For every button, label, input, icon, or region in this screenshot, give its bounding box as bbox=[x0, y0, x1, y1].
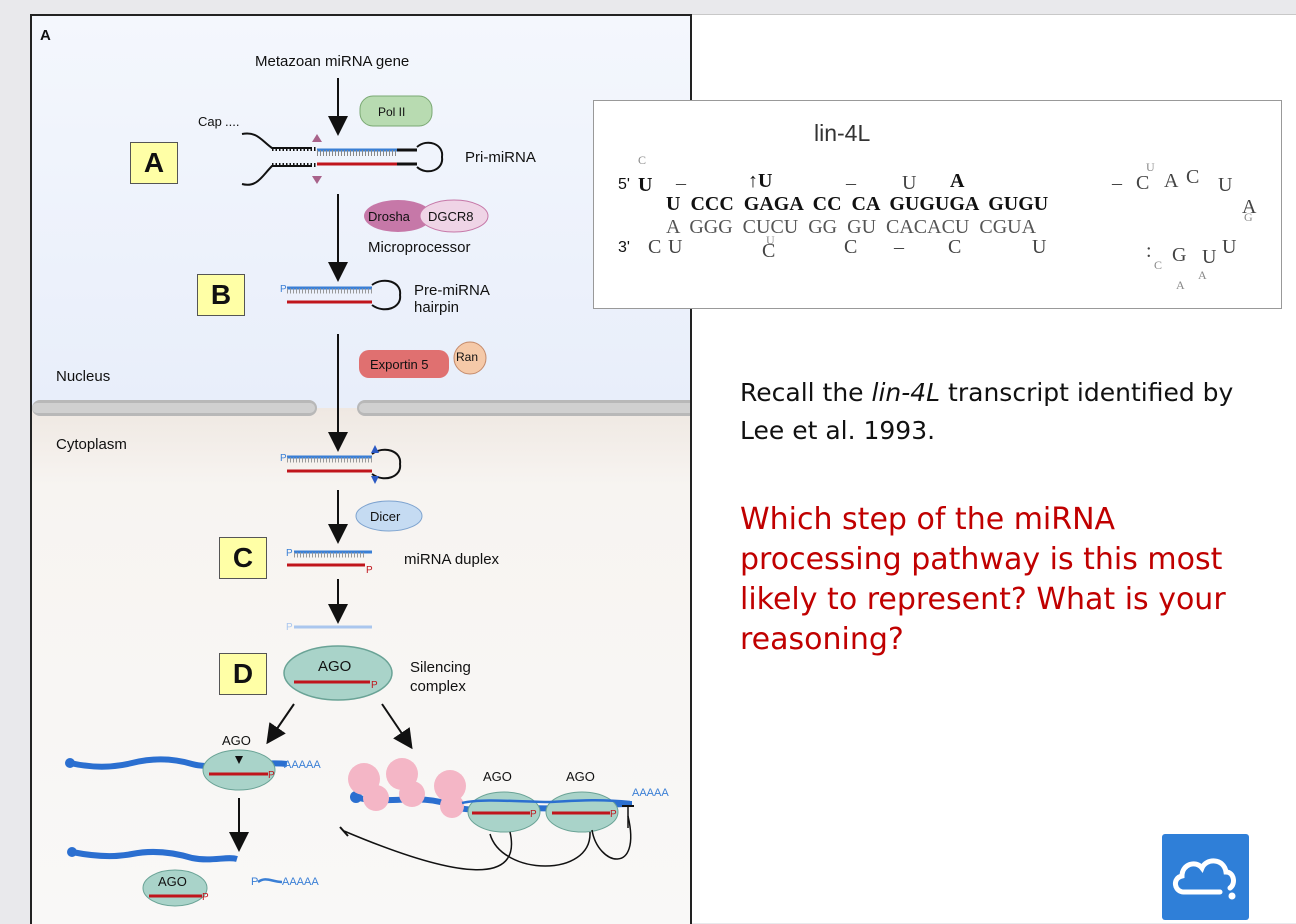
svg-text:U: U bbox=[1032, 236, 1047, 258]
svg-text:A: A bbox=[1164, 170, 1179, 192]
pre-mirna-label-2: hairpin bbox=[414, 299, 459, 316]
question-text: Which step of the miRNA processing pathw… bbox=[740, 502, 1226, 657]
pol2-label: Pol II bbox=[378, 105, 405, 119]
svg-text:↑U: ↑U bbox=[748, 170, 772, 192]
svg-text:P: P bbox=[286, 548, 293, 559]
svg-text:AAAAA: AAAAA bbox=[284, 759, 321, 771]
svg-text:P: P bbox=[202, 892, 209, 903]
pri-mirna-structure bbox=[241, 132, 444, 186]
lin4-hairpin-diagram: lin-4L 5' 3' C U U C A A G U ↑U A – – U … bbox=[618, 120, 1257, 292]
dgcr8-label: DGCR8 bbox=[428, 209, 474, 224]
svg-text:P: P bbox=[280, 284, 287, 295]
svg-text:C: C bbox=[1154, 258, 1162, 272]
svg-text:C: C bbox=[638, 153, 646, 167]
lin4-bottom-strand: A GGG CUCU GG GU CACACU CGUA bbox=[666, 216, 1037, 238]
lin4-top-strand: U CCC GAGA CC CA GUGUGA GUGU bbox=[666, 193, 1048, 215]
svg-text:U: U bbox=[1202, 246, 1217, 268]
svg-text:G: G bbox=[1244, 210, 1253, 224]
svg-text:G: G bbox=[1172, 244, 1186, 266]
svg-text:AGO: AGO bbox=[222, 733, 251, 748]
svg-text:AAAAA: AAAAA bbox=[282, 876, 319, 888]
svg-text:A: A bbox=[1176, 278, 1185, 292]
svg-text:AAAAA: AAAAA bbox=[632, 787, 669, 799]
exportin-label: Exportin 5 bbox=[370, 357, 429, 372]
svg-text:....: .... bbox=[225, 114, 239, 129]
pathway-diagram: A Metazoan miRNA gene Pol II Cap .... Pr… bbox=[32, 16, 690, 924]
svg-text:P: P bbox=[366, 565, 373, 576]
pri-mirna-label: Pri-miRNA bbox=[465, 149, 536, 166]
svg-text:P: P bbox=[530, 809, 537, 820]
recall-term: lin-4L bbox=[871, 378, 941, 407]
microprocessor-label: Microprocessor bbox=[368, 239, 471, 256]
svg-text:U: U bbox=[766, 233, 775, 247]
svg-text:A: A bbox=[1242, 196, 1257, 218]
recall-text: Recall the lin-4L transcript identified … bbox=[740, 374, 1260, 450]
svg-text:A: A bbox=[950, 170, 965, 192]
svg-text:U: U bbox=[668, 236, 683, 258]
translational-repression-branch: AGO AGO P P AAAAA bbox=[339, 758, 669, 871]
svg-text:C: C bbox=[948, 236, 961, 258]
svg-text:–: – bbox=[1111, 172, 1123, 194]
svg-text:P: P bbox=[286, 622, 293, 633]
svg-text:P: P bbox=[371, 680, 378, 691]
step-box-a: A bbox=[130, 142, 178, 184]
ran-label: Ran bbox=[456, 350, 478, 364]
ago-label-main: AGO bbox=[318, 658, 351, 675]
drosha-label: Drosha bbox=[368, 209, 411, 224]
svg-text:P: P bbox=[610, 809, 617, 820]
svg-text:AGO: AGO bbox=[483, 769, 512, 784]
lin4-title: lin-4L bbox=[814, 120, 870, 146]
pre-mirna-hairpin: P bbox=[280, 279, 402, 311]
three-prime-label: 3' bbox=[618, 239, 630, 256]
svg-text:U: U bbox=[1218, 174, 1233, 196]
mirna-duplex: P P bbox=[286, 548, 373, 576]
svg-text::: : bbox=[1146, 240, 1152, 262]
svg-text:U: U bbox=[638, 174, 652, 196]
silencing-complex bbox=[283, 645, 393, 701]
svg-text:U: U bbox=[1222, 236, 1237, 258]
svg-text:C: C bbox=[1186, 166, 1199, 188]
dicer-label: Dicer bbox=[370, 509, 401, 524]
svg-text:C: C bbox=[844, 236, 857, 258]
svg-text:P: P bbox=[280, 453, 287, 464]
svg-text:AGO: AGO bbox=[566, 769, 595, 784]
cloud-icon[interactable] bbox=[1162, 834, 1249, 920]
five-prime-label: 5' bbox=[618, 176, 630, 193]
svg-text:–: – bbox=[675, 172, 687, 194]
gene-label: Metazoan miRNA gene bbox=[255, 53, 409, 70]
svg-text:–: – bbox=[845, 172, 857, 194]
svg-text:A: A bbox=[1198, 268, 1207, 282]
duplex-label: miRNA duplex bbox=[404, 551, 500, 568]
svg-text:C: C bbox=[1136, 172, 1149, 194]
cap-label: Cap bbox=[198, 114, 222, 129]
svg-text:AGO: AGO bbox=[158, 874, 187, 889]
svg-text:U: U bbox=[1146, 160, 1155, 174]
silencing-label-2: complex bbox=[410, 678, 466, 695]
svg-text:P: P bbox=[251, 876, 258, 888]
svg-text:U: U bbox=[902, 172, 917, 194]
step-box-c: C bbox=[219, 537, 267, 579]
step-box-d: D bbox=[219, 653, 267, 695]
panel-label: A bbox=[40, 27, 51, 44]
recall-prefix: Recall the bbox=[740, 378, 872, 407]
recall-suffix: transcript identified by Lee et al. 1993… bbox=[740, 378, 1234, 445]
svg-text:P: P bbox=[268, 770, 275, 781]
svg-text:C: C bbox=[648, 236, 661, 258]
lin4-structure-panel: lin-4L 5' 3' C U U C A A G U ↑U A – – U … bbox=[593, 100, 1282, 309]
cytoplasm-label: Cytoplasm bbox=[56, 436, 127, 453]
step-box-b: B bbox=[197, 274, 245, 316]
svg-text:–: – bbox=[893, 236, 905, 258]
mrna-cleavage-branch: AGO P AAAAA P AAAAA AGO P bbox=[65, 733, 321, 907]
nucleus-label: Nucleus bbox=[56, 368, 110, 385]
pre-mirna-label-1: Pre-miRNA bbox=[414, 282, 490, 299]
cytoplasmic-pre-mirna: P bbox=[280, 445, 402, 484]
silencing-label-1: Silencing bbox=[410, 659, 471, 676]
svg-text:C: C bbox=[762, 240, 775, 262]
mirna-pathway-figure: A Metazoan miRNA gene Pol II Cap .... Pr… bbox=[30, 14, 692, 924]
